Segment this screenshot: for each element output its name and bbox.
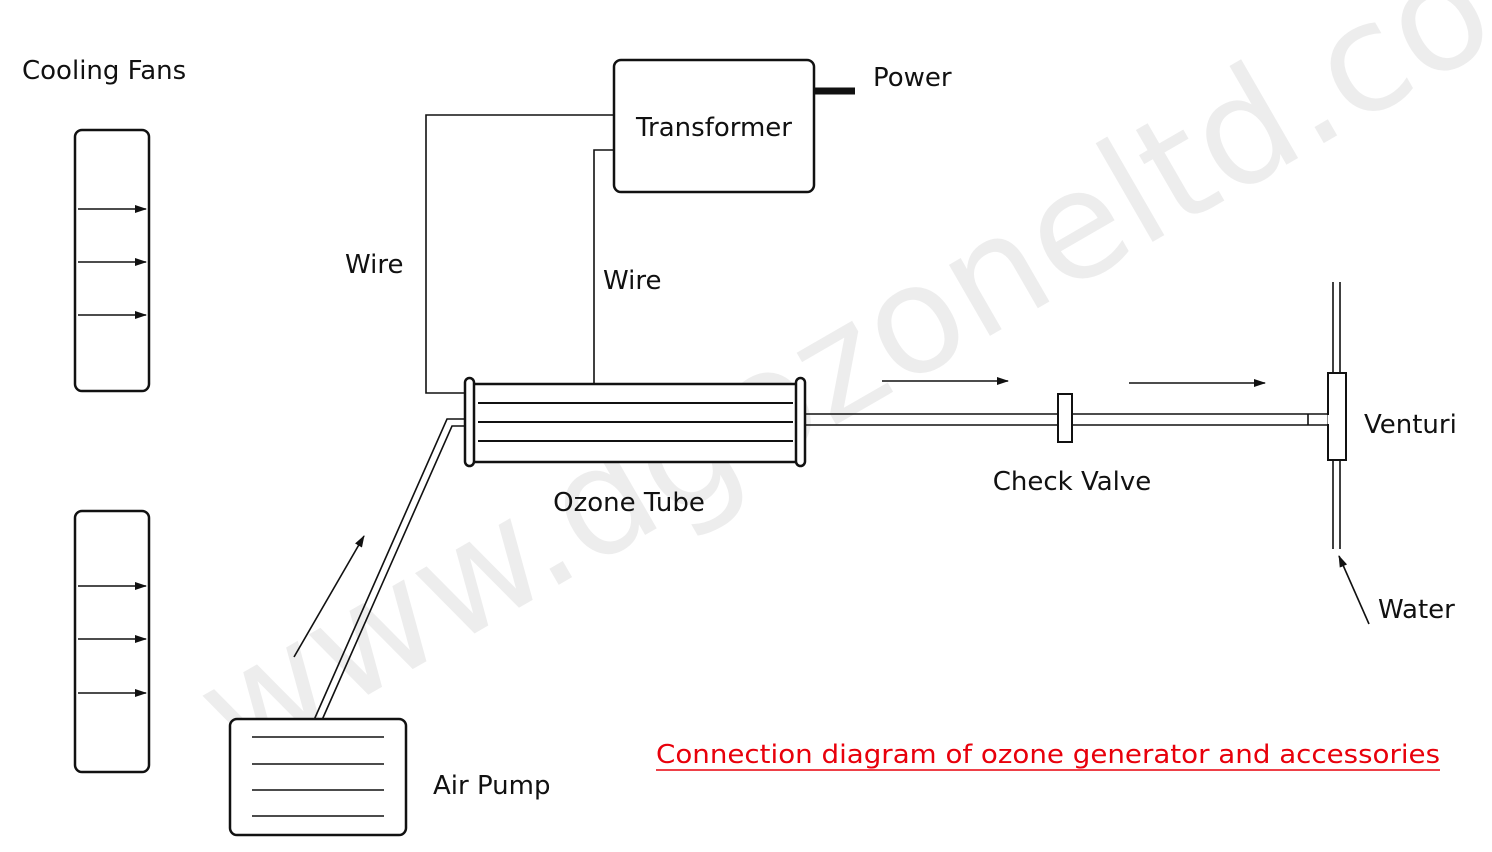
- air-pump-body: [228, 717, 408, 837]
- check-valve: [1057, 393, 1073, 443]
- air-flow-arrow-icon: [293, 535, 365, 658]
- check-valve-label: Check Valve: [993, 467, 1152, 497]
- air-pump: [228, 717, 408, 837]
- air-hose-outer: [313, 418, 465, 721]
- cooling-fans-label: Cooling Fans: [22, 56, 186, 86]
- water-flow-arrow-icon: [1338, 555, 1370, 625]
- cooling-fan-1-body: [73, 128, 151, 393]
- transformer-label: Transformer: [635, 113, 792, 143]
- ozone-tube-end-cap-left: [463, 376, 476, 468]
- cooling-fan-1: [73, 128, 151, 393]
- wire-left: [425, 114, 614, 394]
- wire-right: [593, 149, 614, 384]
- venturi: [1327, 372, 1347, 461]
- wire-left-label: Wire: [345, 250, 403, 280]
- transformer: Transformer: [612, 58, 816, 194]
- ozone-tube-end-cap-right: [794, 376, 807, 468]
- ozone-tube: [463, 376, 807, 468]
- cooling-fan-2: [73, 509, 151, 774]
- wire-right-label: Wire: [603, 266, 661, 296]
- watermark: www.dgozoneltd.com: [169, 0, 1492, 801]
- venturi-label: Venturi: [1364, 410, 1457, 440]
- air-hose-inner: [321, 425, 465, 721]
- cooling-fan-2-body: [73, 509, 151, 774]
- water-label: Water: [1378, 595, 1455, 625]
- power-label: Power: [873, 63, 952, 93]
- diagram-title: Connection diagram of ozone generator an…: [656, 740, 1440, 770]
- transformer-body: [612, 58, 816, 194]
- air-pump-label: Air Pump: [433, 771, 551, 801]
- ozone-tube-label: Ozone Tube: [553, 488, 705, 518]
